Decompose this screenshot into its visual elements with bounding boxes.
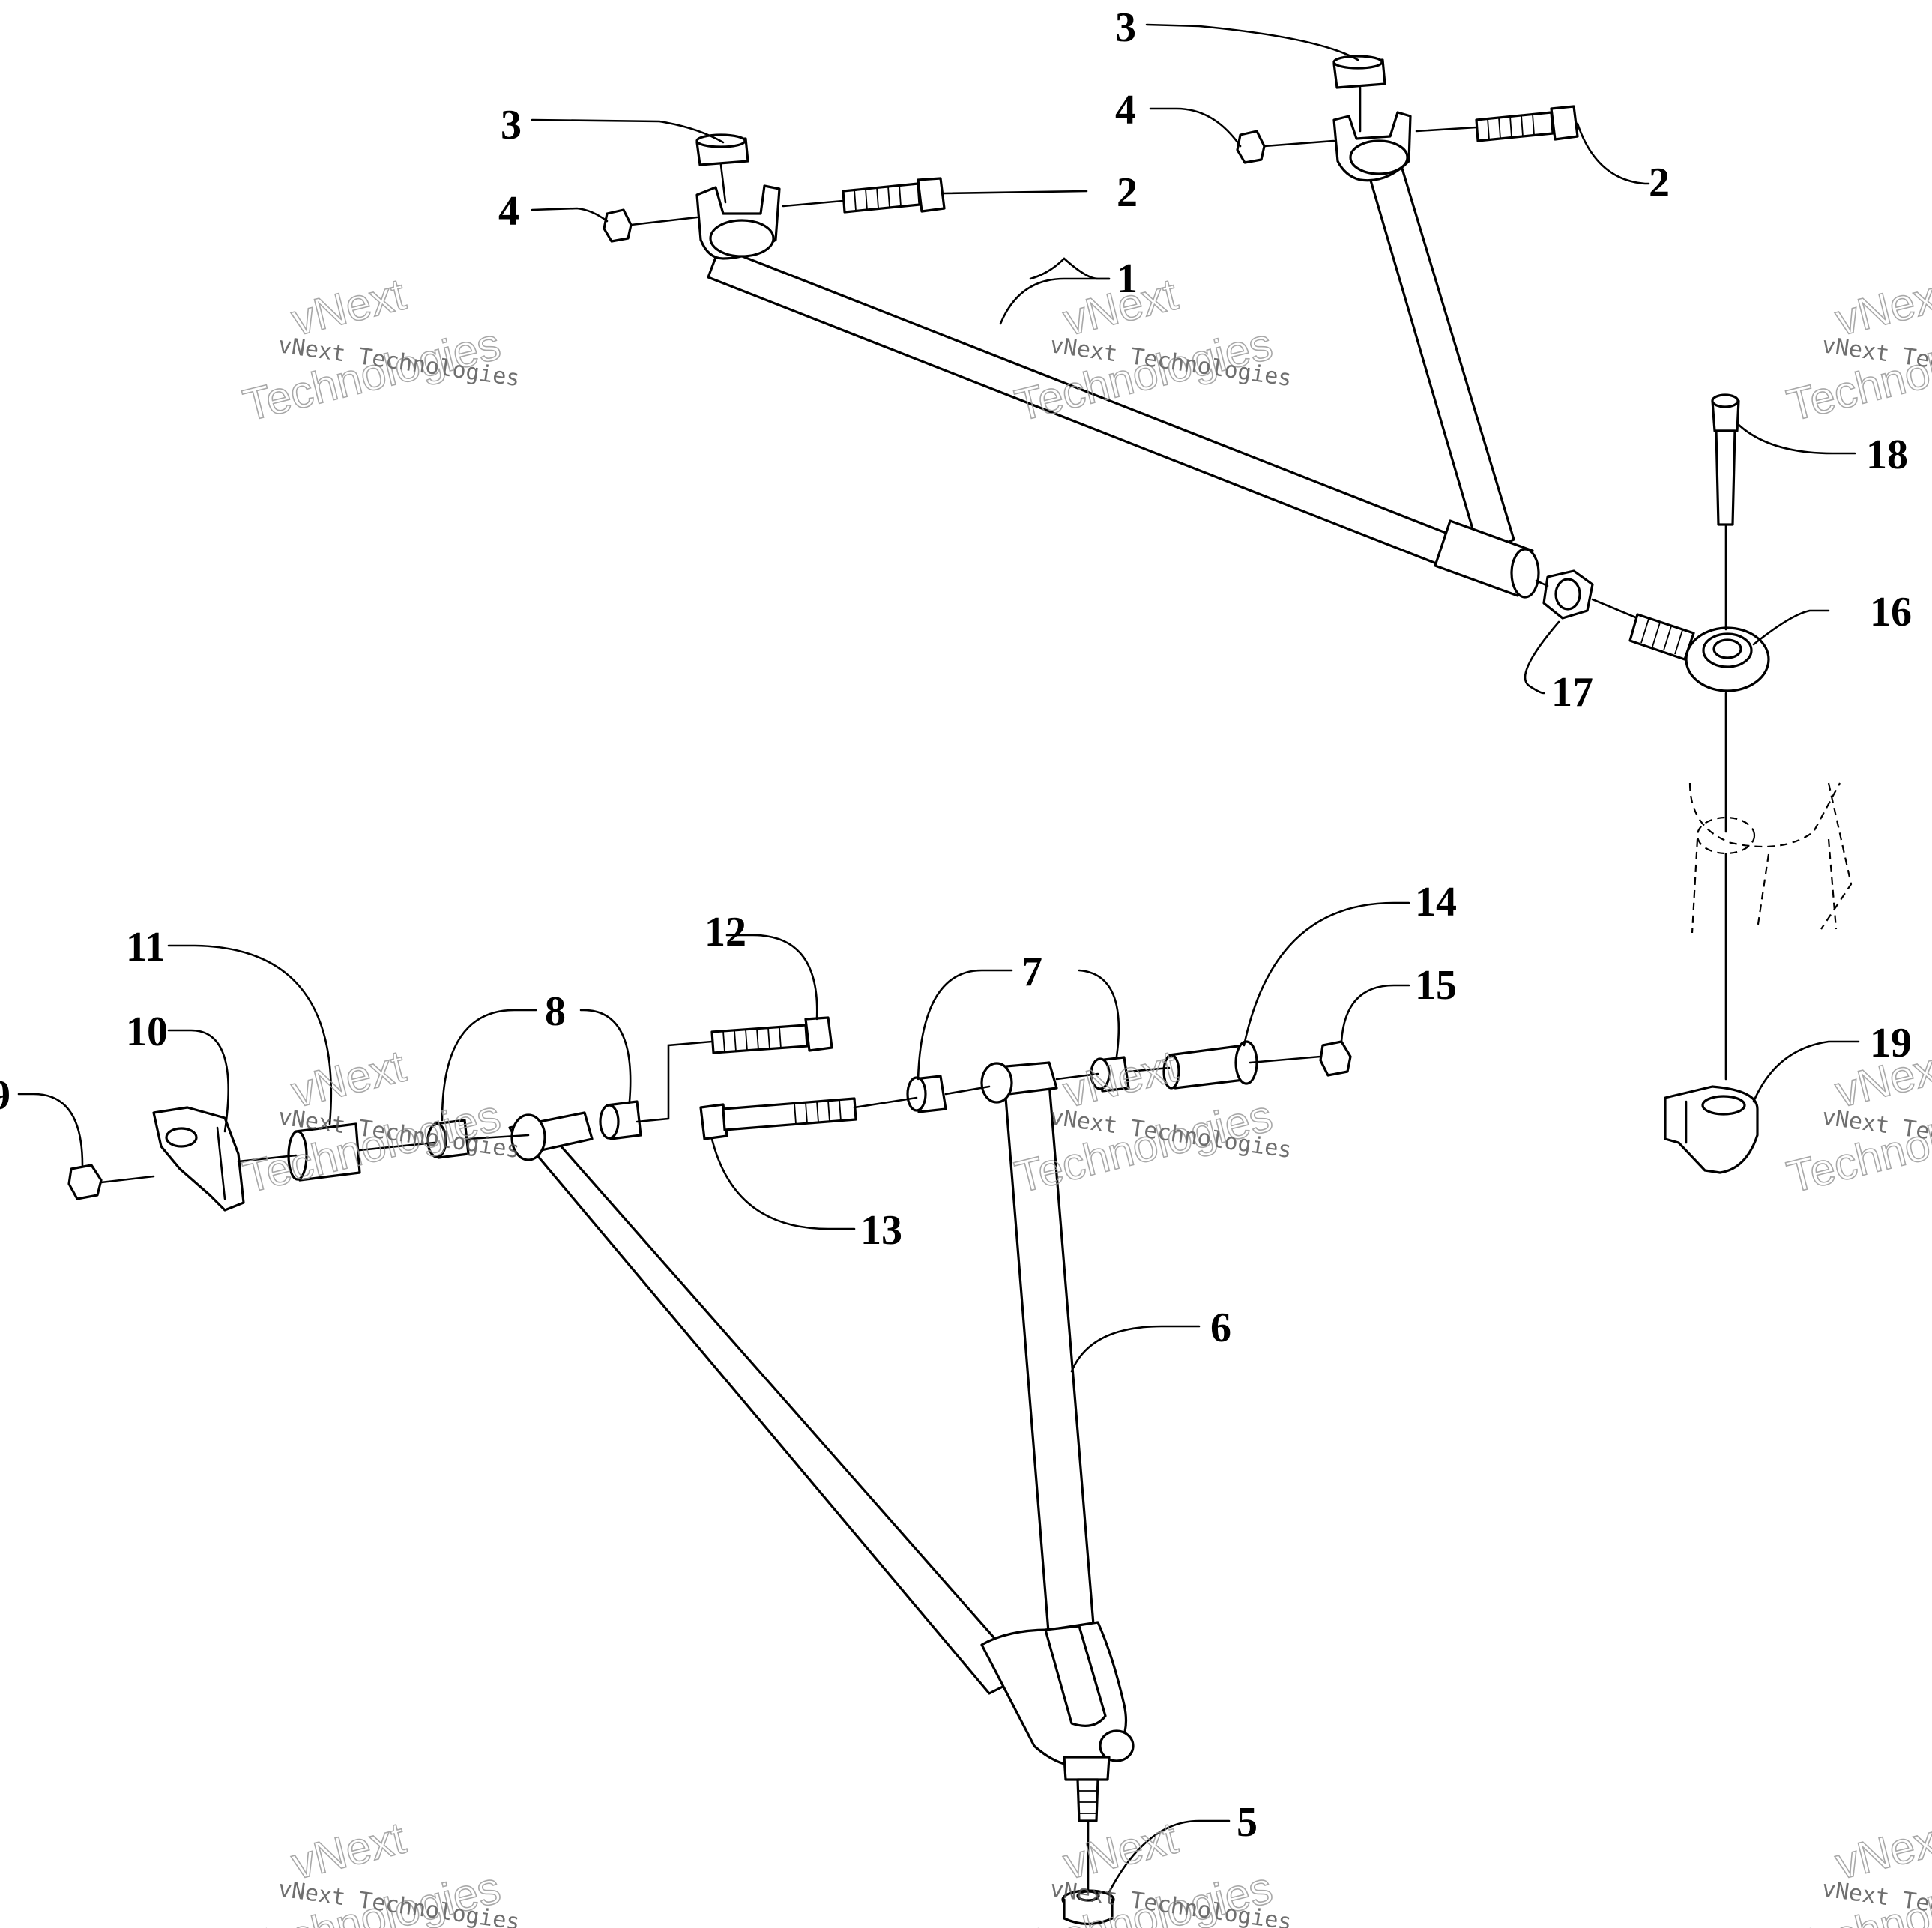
watermark: vNext Technologies vNext Technologies bbox=[1781, 268, 1932, 432]
callout-3-left: 3 bbox=[501, 102, 522, 148]
callout-2-left: 2 bbox=[1117, 169, 1138, 216]
callout-4-left: 4 bbox=[498, 188, 519, 235]
cap-19 bbox=[1664, 1085, 1759, 1174]
nut-4-left bbox=[603, 208, 633, 243]
upper-a-arm bbox=[695, 111, 1540, 599]
callout-13: 13 bbox=[860, 1207, 902, 1254]
callout-5: 5 bbox=[1237, 1799, 1258, 1846]
bolt-13 bbox=[699, 1097, 857, 1140]
svg-text:vNext: vNext bbox=[1830, 269, 1932, 345]
callout-10: 10 bbox=[126, 1009, 168, 1055]
bolt-18 bbox=[1711, 393, 1740, 526]
bolt-12 bbox=[710, 1016, 833, 1054]
bushing-3-right bbox=[1332, 55, 1386, 89]
bushing-8-left bbox=[426, 1119, 470, 1159]
callout-7: 7 bbox=[1021, 949, 1042, 995]
nut-5 bbox=[1061, 1889, 1115, 1926]
bolt-2-right bbox=[1475, 105, 1579, 142]
callout-1: 1 bbox=[1117, 256, 1138, 302]
callout-11: 11 bbox=[126, 924, 166, 970]
callout-19: 19 bbox=[1870, 1020, 1912, 1066]
nut-9 bbox=[67, 1164, 103, 1200]
watermark: vNext Technologies vNext Technologies bbox=[1781, 1812, 1932, 1928]
callout-17: 17 bbox=[1551, 669, 1593, 716]
watermark: vNext Technologies vNext Technologies bbox=[1009, 268, 1293, 432]
watermark: vNext Technologies vNext Technologies bbox=[238, 268, 521, 432]
sleeve-11 bbox=[287, 1122, 361, 1182]
svg-text:vNext: vNext bbox=[1058, 1041, 1182, 1117]
svg-text:vNext: vNext bbox=[286, 269, 410, 345]
nut-4-right bbox=[1236, 130, 1266, 164]
lower-a-arm bbox=[508, 1061, 1135, 1822]
watermark: vNext Technologies vNext Technologies bbox=[1781, 1040, 1932, 1203]
jam-nut-17 bbox=[1542, 569, 1594, 620]
sleeve-14 bbox=[1162, 1040, 1258, 1090]
svg-text:vNext: vNext bbox=[1058, 1813, 1182, 1889]
callout-4-right: 4 bbox=[1115, 87, 1136, 133]
svg-text:vNext: vNext bbox=[286, 1041, 410, 1117]
callout-3-right: 3 bbox=[1115, 4, 1136, 51]
bolt-2-left bbox=[842, 177, 946, 214]
callout-12: 12 bbox=[704, 909, 746, 955]
bushing-8-right bbox=[599, 1100, 642, 1140]
callout-2-right: 2 bbox=[1649, 160, 1670, 206]
watermark: vNext Technologies vNext Technologies bbox=[238, 1040, 521, 1203]
rod-end-16 bbox=[1628, 613, 1770, 692]
spindle-outline bbox=[1688, 782, 1853, 934]
callout-15: 15 bbox=[1415, 962, 1457, 1009]
callout-6: 6 bbox=[1210, 1305, 1231, 1351]
bushing-7-left bbox=[906, 1075, 947, 1113]
callout-8: 8 bbox=[545, 988, 566, 1035]
callout-16: 16 bbox=[1870, 589, 1912, 635]
callout-9: 9 bbox=[0, 1072, 10, 1119]
nut-15 bbox=[1319, 1040, 1352, 1077]
bracket-10 bbox=[152, 1106, 245, 1212]
svg-text:vNext: vNext bbox=[1830, 1813, 1932, 1889]
callout-18: 18 bbox=[1866, 432, 1908, 478]
bushing-3-left bbox=[695, 133, 749, 166]
svg-text:vNext: vNext bbox=[286, 1813, 410, 1889]
leader-lines bbox=[17, 23, 1860, 1894]
callout-labels: 1 2 2 3 3 4 4 5 6 7 8 9 10 11 12 13 14 1… bbox=[0, 4, 1912, 1846]
watermark: vNext Technologies vNext Technologies bbox=[238, 1812, 521, 1928]
callout-14: 14 bbox=[1415, 879, 1457, 925]
